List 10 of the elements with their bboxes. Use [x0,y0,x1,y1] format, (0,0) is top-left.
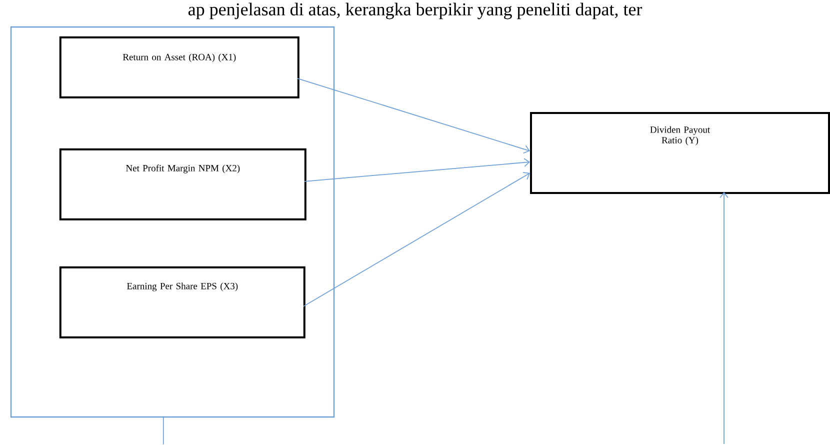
running-text: ap penjelasan di atas, kerangka berpikir yang peneliti dapat, ter [188,2,642,20]
group-frame [10,26,335,418]
variable-box: Return on Asset (ROA) (X1) [59,36,300,98]
arrow [296,78,530,154]
variable-box: Earning Per Share EPS (X3) [59,266,306,338]
arrow [304,158,530,182]
variable-box: Dividen Payout Ratio (Y) [530,112,830,194]
arrow [302,172,530,307]
arrow [720,192,728,444]
variable-box: Net Profit Margin NPM (X2) [59,148,306,220]
